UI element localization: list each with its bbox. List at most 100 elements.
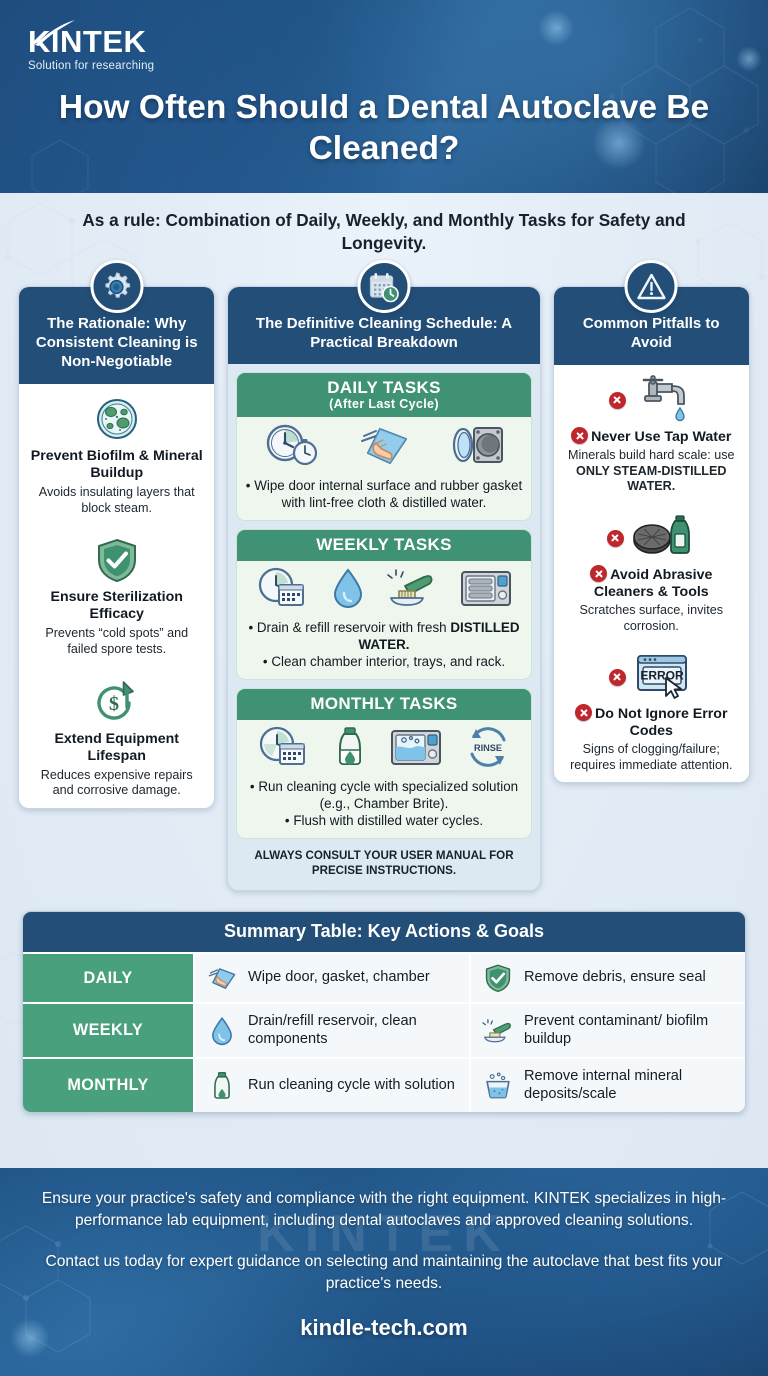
- footer-hex-pattern: [0, 1191, 768, 1353]
- table-cell-text: Run cleaning cycle with solution: [248, 1076, 455, 1093]
- pitfall-title: Do Not Ignore Error Codes: [595, 706, 728, 740]
- task-title: MONTHLY TASKS: [310, 694, 458, 714]
- pitfall-desc-pre: Minerals build hard scale: use: [567, 448, 735, 463]
- task-card-monthly: MONTHLY TASKS: [236, 688, 532, 840]
- abrasive-pad-detergent-icon: [630, 512, 696, 565]
- pitfall-title: Never Use Tap Water: [591, 429, 732, 446]
- table-cell-goal: Prevent contaminant/ biofilm buildup: [469, 1004, 745, 1057]
- reason-item: $ Extend Equipment Lifespan Reduces expe…: [19, 667, 214, 808]
- shield-check-icon: [29, 536, 204, 584]
- rinse-cycle-icon: RINSE: [464, 726, 512, 773]
- task-head-daily: DAILY TASKS (After Last Cycle): [237, 373, 531, 418]
- table-cell-goal: Remove internal mineral deposits/scale: [469, 1059, 745, 1112]
- calendar-clock-icon: [357, 260, 411, 314]
- task-bullet: Flush with distilled water cycles.: [293, 813, 484, 829]
- autoclave-unit-icon: [459, 567, 513, 614]
- x-mark-icon: [608, 668, 626, 686]
- pitfall-title: Avoid Abrasive Cleaners & Tools: [593, 567, 713, 601]
- task-icons-daily: [237, 417, 530, 474]
- water-drop-icon: [205, 1016, 239, 1046]
- x-mark-icon: [608, 391, 626, 409]
- scrub-brush-icon: [481, 1016, 515, 1046]
- reason-item: Ensure Sterilization Efficacy Prevents “…: [19, 525, 214, 666]
- main-content: As a rule: Combination of Daily, Weekly,…: [0, 193, 768, 1168]
- table-cell-text: Remove debris, ensure seal: [524, 969, 706, 986]
- task-bullet-bold: DISTILLED WATER.: [358, 620, 520, 653]
- table-cell-action: Run cleaning cycle with solution: [193, 1059, 469, 1112]
- logo-wordmark: KINTEK: [28, 24, 147, 59]
- pitfall-icon-row: [563, 513, 740, 563]
- pitfall-desc: Minerals build hard scale: use ONLY STEA…: [563, 448, 740, 495]
- task-subtitle: (After Last Cycle): [329, 397, 439, 412]
- table-cell-text: Remove internal mineral deposits/scale: [524, 1068, 683, 1102]
- wiping-cloth-hand-icon: [356, 423, 412, 472]
- pitfall-title-row: Never Use Tap Water: [563, 427, 740, 446]
- pitfalls-card: Common Pitfalls to Avoid: [552, 286, 750, 783]
- table-cell-goal: Remove debris, ensure seal: [469, 954, 745, 1002]
- table-cell-action: Wipe door, gasket, chamber: [193, 954, 469, 1002]
- pitfall-item: Never Use Tap Water Minerals build hard …: [554, 365, 749, 503]
- column-pitfalls: Common Pitfalls to Avoid: [552, 260, 750, 783]
- task-bullet: Clean chamber interior, trays, and rack.: [271, 654, 506, 670]
- task-title: DAILY TASKS: [327, 378, 441, 398]
- reason-title: Prevent Biofilm & Mineral Buildup: [30, 448, 203, 482]
- reason-title: Ensure Sterilization Efficacy: [50, 589, 183, 623]
- mineral-deposit-basin-icon: [481, 1071, 515, 1101]
- pitfall-item: Avoid Abrasive Cleaners & Tools Scratche…: [554, 503, 749, 642]
- task-card-weekly: WEEKLY TASKS: [236, 529, 532, 681]
- column-rationale: The Rationale: Why Consistent Cleaning i…: [18, 260, 216, 809]
- task-bullet: Run cleaning cycle with specialized solu…: [258, 779, 519, 812]
- summary-table: Summary Table: Key Actions & Goals DAILY…: [22, 911, 746, 1113]
- table-row-label: DAILY: [23, 954, 193, 1002]
- task-bullet: Drain & refill reservoir with fresh: [256, 620, 451, 636]
- x-mark-icon: [571, 427, 589, 445]
- table-row-label: WEEKLY: [23, 1004, 193, 1057]
- dripping-faucet-icon: [632, 374, 694, 427]
- pitfall-icon-row: ERROR: [563, 652, 740, 702]
- pitfall-icon-row: [563, 375, 740, 425]
- chamber-water-icon: [389, 726, 443, 773]
- task-body-weekly: • Drain & refill reservoir with fresh DI…: [248, 620, 520, 670]
- schedule-card: The Definitive Cleaning Schedule: A Prac…: [227, 286, 541, 891]
- footer-url[interactable]: kindle-tech.com: [300, 1314, 468, 1340]
- hexagon-pattern: [31, 7, 759, 193]
- scrub-brush-icon: [385, 567, 439, 614]
- dollar-arrow-icon: $: [29, 678, 204, 726]
- petri-dish-biofilm-icon: [29, 395, 204, 443]
- reason-desc: Reduces expensive repairs and corrosive …: [40, 767, 193, 798]
- task-title: WEEKLY TASKS: [316, 535, 452, 555]
- task-body-daily: • Wipe door internal surface and rubber …: [245, 478, 523, 511]
- header-banner: KINTEK Solution for researching How Ofte…: [0, 0, 768, 193]
- reason-item: Prevent Biofilm & Mineral Buildup Avoids…: [19, 384, 214, 525]
- table-cell-text: Drain/refill reservoir, clean components: [248, 1013, 417, 1047]
- clock-calendar-icon: [256, 726, 312, 773]
- solution-bottle-icon: [205, 1071, 239, 1101]
- task-card-daily: DAILY TASKS (After Last Cycle): [236, 372, 532, 522]
- table-row-label: MONTHLY: [23, 1059, 193, 1112]
- pitfall-desc: Scratches surface, invites corrosion.: [563, 603, 740, 634]
- shield-check-icon: [481, 963, 515, 993]
- pitfall-title-row: Avoid Abrasive Cleaners & Tools: [563, 565, 740, 601]
- three-column-section: The Rationale: Why Consistent Cleaning i…: [0, 260, 768, 891]
- logo-tagline: Solution for researching: [28, 60, 155, 72]
- pitfall-desc: Signs of clogging/failure; requires imme…: [563, 742, 740, 773]
- reason-desc: Avoids insulating layers that block stea…: [38, 485, 195, 515]
- error-dialog-icon: ERROR: [632, 651, 694, 704]
- footer-paragraph-2: Contact us today for expert guidance on …: [45, 1253, 723, 1293]
- svg-text:RINSE: RINSE: [474, 743, 502, 753]
- task-head-weekly: WEEKLY TASKS: [237, 530, 531, 562]
- clock-stopwatch-icon: [263, 423, 321, 472]
- pitfall-item: ERROR Do Not Ignore Error Codes Signs of…: [554, 642, 749, 781]
- kintek-logo: KINTEK Solution for researching: [28, 20, 155, 72]
- warning-triangle-icon: [624, 260, 678, 314]
- task-bullet: Wipe door internal surface and rubber ga…: [254, 478, 523, 511]
- table-row: DAILY Wipe door, gasket, chamber: [23, 952, 745, 1002]
- pitfall-desc-pre: Signs of clogging/failure; requires imme…: [570, 742, 733, 773]
- task-body-monthly: • Run cleaning cycle with specialized so…: [249, 779, 519, 829]
- subtitle: As a rule: Combination of Daily, Weekly,…: [82, 210, 686, 254]
- page-title: How Often Should a Dental Autoclave Be C…: [58, 89, 710, 167]
- task-icons-weekly: [237, 561, 530, 616]
- summary-table-title: Summary Table: Key Actions & Goals: [23, 912, 745, 952]
- table-cell-action: Drain/refill reservoir, clean components: [193, 1004, 469, 1057]
